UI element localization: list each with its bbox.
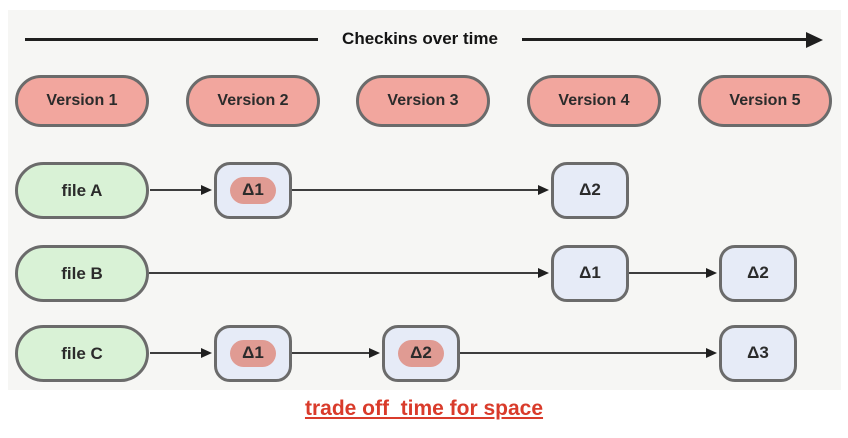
arrow-connector — [292, 185, 549, 195]
version-pill-3: Version 3 — [356, 75, 490, 127]
delta-box-b1: Δ1 — [551, 245, 629, 302]
arrow-connector — [150, 348, 212, 358]
timeline-label: Checkins over time — [342, 29, 498, 48]
delta-label: Δ2 — [579, 180, 601, 200]
file-label: file B — [61, 263, 103, 283]
delta-label: Δ1 — [230, 340, 276, 367]
version-label: Version 5 — [729, 92, 801, 109]
arrow-connector — [460, 348, 717, 358]
version-pill-5: Version 5 — [698, 75, 832, 127]
file-pill-c: file C — [15, 325, 149, 382]
timeline-line-left — [25, 38, 318, 41]
file-label: file A — [61, 180, 103, 200]
caption-text: trade off time for space — [304, 397, 544, 420]
delta-box-c1: Δ1 — [214, 325, 292, 382]
version-label: Version 4 — [558, 92, 630, 109]
timeline-line-right — [522, 38, 807, 41]
arrow-connector — [292, 348, 380, 358]
delta-label: Δ3 — [747, 343, 769, 363]
arrow-connector — [149, 268, 549, 278]
arrow-connector — [150, 185, 212, 195]
delta-label: Δ2 — [747, 263, 769, 283]
delta-box-a2: Δ2 — [551, 162, 629, 219]
arrow-connector — [629, 268, 717, 278]
file-pill-b: file B — [15, 245, 149, 302]
delta-box-c3: Δ3 — [719, 325, 797, 382]
version-label: Version 3 — [387, 92, 459, 109]
delta-box-c2: Δ2 — [382, 325, 460, 382]
file-pill-a: file A — [15, 162, 149, 219]
delta-label: Δ1 — [230, 177, 276, 204]
delta-label: Δ1 — [579, 263, 601, 283]
delta-box-a1: Δ1 — [214, 162, 292, 219]
file-label: file C — [61, 343, 103, 363]
version-pill-4: Version 4 — [527, 75, 661, 127]
version-label: Version 2 — [217, 92, 289, 109]
version-label: Version 1 — [46, 92, 118, 109]
version-pill-2: Version 2 — [186, 75, 320, 127]
delta-label: Δ2 — [398, 340, 444, 367]
version-pill-1: Version 1 — [15, 75, 149, 127]
timeline-arrowhead-icon — [806, 32, 823, 48]
delta-box-b2: Δ2 — [719, 245, 797, 302]
